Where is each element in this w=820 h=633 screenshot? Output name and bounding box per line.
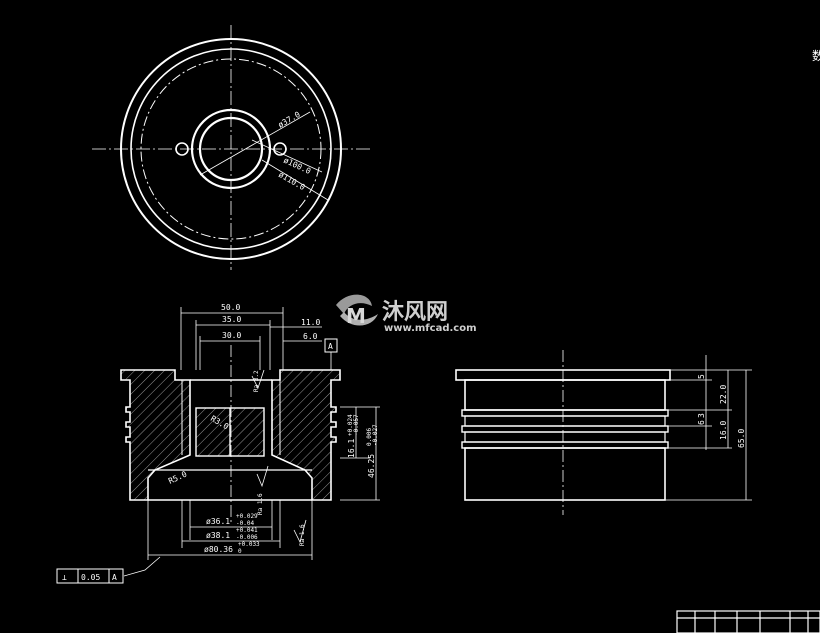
top-leader-2 xyxy=(251,139,323,173)
mfcad-logo-icon: M xyxy=(336,294,378,328)
watermark-url: www.mfcad.com xyxy=(384,323,477,334)
dim-46-25: 46.25 xyxy=(367,454,376,478)
dim-46-25-tol-lower: -0.027 xyxy=(372,424,379,446)
side-dim-3: 3 xyxy=(697,413,706,418)
side-dim-lines xyxy=(665,355,752,501)
top-leader-3 xyxy=(261,159,329,201)
side-dim-65: 65.0 xyxy=(737,429,746,448)
svg-text:M: M xyxy=(346,304,366,328)
dia-38-1-tol-lower: -0.006 xyxy=(236,534,258,541)
side-view xyxy=(455,350,752,515)
dia-36-1-tol-upper: +0.029 xyxy=(236,513,258,520)
perpendicularity-icon: ⊥ xyxy=(62,573,67,582)
datum-a-letter: A xyxy=(328,342,333,351)
side-ring-3 xyxy=(461,441,669,449)
dim-50: 50.0 xyxy=(221,303,240,312)
side-upper-body xyxy=(464,379,666,411)
dia-80-36-tol-upper: +0.033 xyxy=(238,541,260,548)
section-dim-lines xyxy=(123,307,380,577)
side-dim-5: 5 xyxy=(697,374,706,379)
top-leader-1 xyxy=(199,111,311,176)
dia-38-1: ø38.1 xyxy=(206,531,230,540)
side-ring-1 xyxy=(461,409,669,417)
dia-80-36: ø80.36 xyxy=(204,545,233,554)
roughness-1: Ra 3.2 xyxy=(253,370,260,392)
dim-16-1: 16.1 xyxy=(347,439,356,458)
watermark-brand: 沐风网 xyxy=(382,300,448,325)
dia-38-1-tol-upper: +0.041 xyxy=(236,527,258,534)
tolerance-value: 0.05 xyxy=(81,573,100,582)
dim-30: 30.0 xyxy=(222,331,241,340)
dia-36-1-tol-lower: -0.04 xyxy=(236,520,254,527)
dia-outer-label: ø110.0 xyxy=(277,170,307,192)
section-right-wall xyxy=(271,369,341,501)
dim-46-25-tol-upper: 0.006 xyxy=(366,428,373,446)
top-view xyxy=(92,25,370,270)
side-dim-16: 16.0 xyxy=(719,421,728,440)
dim-16-1-tol-lower: -0.057 xyxy=(353,414,360,436)
side-dim-6: 6 xyxy=(697,420,706,425)
roughness-3: Ra 1.6 xyxy=(299,524,306,546)
dia-bore-label: ø37.0 xyxy=(277,110,303,130)
title-block xyxy=(676,610,820,633)
roughness-2: Ra 1.6 xyxy=(257,493,264,515)
side-dim-22: 22.0 xyxy=(719,385,728,404)
corner-text: 数 xyxy=(812,48,820,63)
tolerance-datum: A xyxy=(112,573,117,582)
dia-36-1: ø36.1 xyxy=(206,517,230,526)
side-groove-1 xyxy=(464,415,666,427)
dim-16-1-tol-upper: +0.024 xyxy=(347,414,354,436)
side-lower-body xyxy=(464,447,666,501)
dia-80-36-tol-lower: 0 xyxy=(238,548,242,555)
side-groove-2 xyxy=(464,431,666,443)
radius-2: R5.0 xyxy=(167,469,188,485)
side-ring-2 xyxy=(461,425,669,433)
tolerance-frame xyxy=(56,568,124,584)
section-view xyxy=(120,307,380,577)
dim-35: 35.0 xyxy=(222,315,241,324)
dim-11: 11.0 xyxy=(301,318,320,327)
watermark: M 沐风网 www.mfcad.com xyxy=(336,294,477,334)
section-left-wall xyxy=(120,369,191,501)
dim-6: 6.0 xyxy=(303,332,318,341)
